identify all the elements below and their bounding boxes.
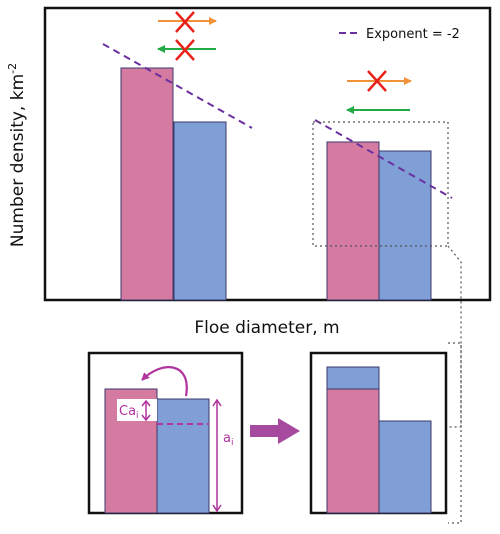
ai-label-sub: i xyxy=(231,438,234,448)
cross-icon xyxy=(367,70,387,92)
right-pink-bar xyxy=(326,141,380,301)
cross-icon xyxy=(175,39,195,61)
ca-label: Cai xyxy=(119,404,139,421)
ai-label: ai xyxy=(223,431,233,448)
ca-label-text: Ca xyxy=(119,404,136,419)
ca-label-bg xyxy=(117,399,157,421)
ai-double-arrow-icon xyxy=(212,398,222,513)
ai-label-text: a xyxy=(223,431,231,446)
zoom-connector xyxy=(447,245,462,428)
right-blue-bar xyxy=(378,150,432,301)
y-axis-label-exponent: -2 xyxy=(6,63,19,74)
detail-right-pink-bar xyxy=(326,388,380,514)
right-exponent-line xyxy=(314,119,453,199)
x-axis-label: Floe diameter, m xyxy=(194,318,339,338)
zoom-region-box xyxy=(312,121,449,247)
detail-right-blue-cap xyxy=(326,366,380,390)
curved-arrow-icon xyxy=(141,366,188,397)
left-blue-bar xyxy=(173,121,227,301)
detail-right-blue-bar xyxy=(378,420,432,514)
detail-left-blue-bar xyxy=(156,398,210,514)
left-pink-bar xyxy=(120,67,174,301)
y-axis-label-text: Number density, km xyxy=(8,74,28,247)
legend-label: Exponent = -2 xyxy=(366,27,460,42)
cross-icon xyxy=(175,11,195,33)
y-axis-label: Number density, km-2 xyxy=(6,63,28,247)
main-plot-frame xyxy=(43,6,492,302)
ca-label-sub: i xyxy=(136,411,139,421)
thick-right-arrow-icon xyxy=(250,418,300,444)
left-exponent-line xyxy=(102,43,253,129)
ca-double-arrow-icon xyxy=(141,399,151,422)
zoom-connector xyxy=(448,342,462,524)
